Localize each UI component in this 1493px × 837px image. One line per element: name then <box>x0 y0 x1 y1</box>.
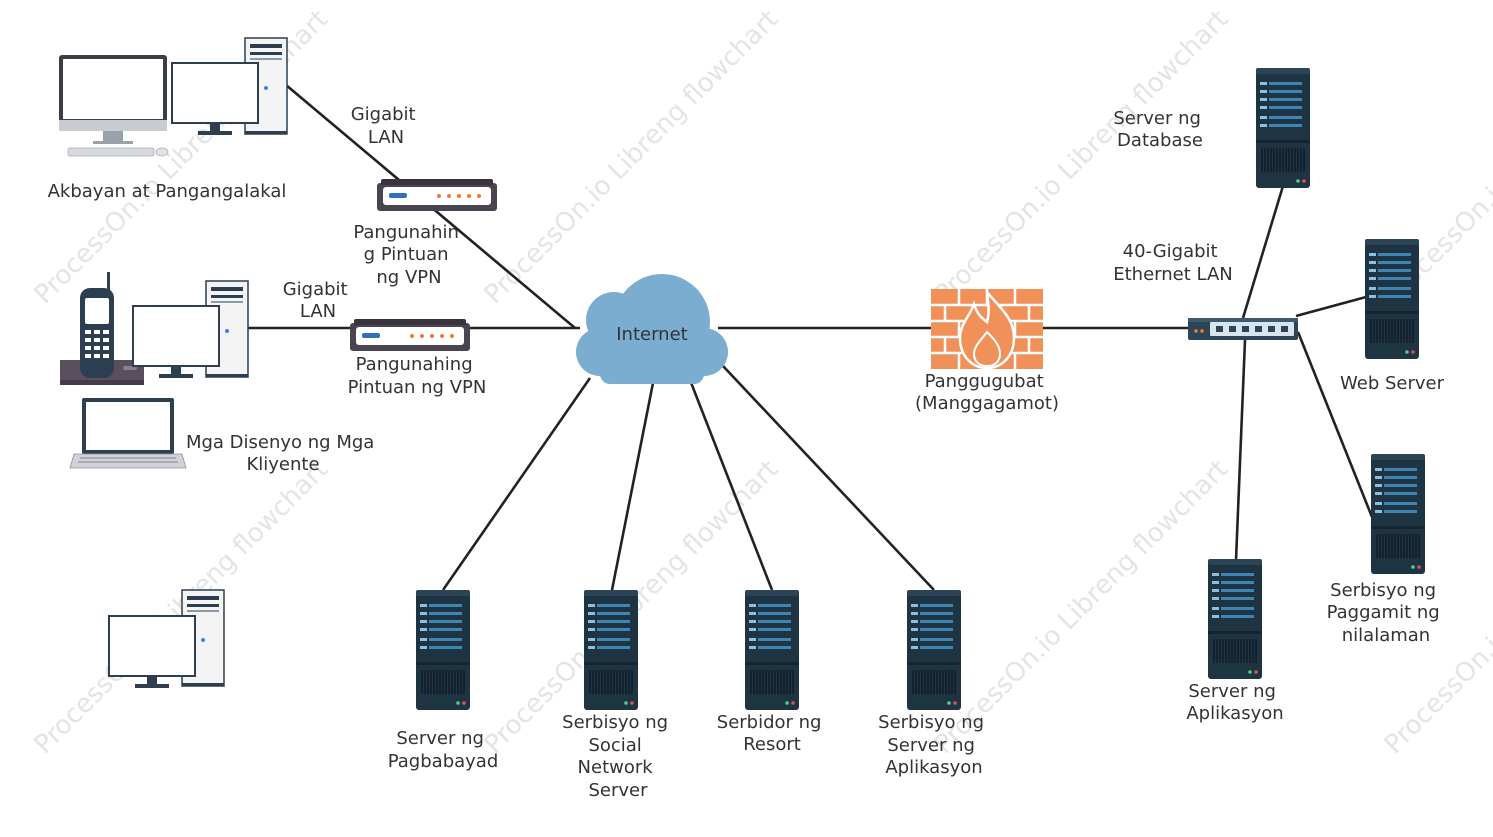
label-line: LAN <box>300 301 336 322</box>
label-line: Resort <box>743 734 801 755</box>
internet-label: Internet <box>616 324 687 345</box>
label-line: Aplikasyon <box>1186 703 1283 724</box>
label-line: Pintuan ng VPN <box>348 377 487 398</box>
label-line: Pangunahin <box>353 222 459 243</box>
link-appsvc <box>722 365 935 591</box>
label-line: Web Server <box>1340 373 1445 394</box>
server-social-label: Serbisyo ng Social Network Server <box>562 712 674 801</box>
watermark-text: ProcessOn.io Libreng flowchart <box>29 5 334 310</box>
server-database-icon <box>1255 67 1311 189</box>
server-app-label: Server ng Aplikasyon <box>1186 681 1283 724</box>
label-line: 40-Gigabit <box>1123 241 1218 262</box>
server-payment-icon <box>415 589 471 711</box>
switch-icon <box>1188 318 1298 340</box>
vpn-top-label: Pangunahin g Pintuan ng VPN <box>353 222 464 288</box>
firewall-icon <box>931 287 1043 370</box>
label-line: nilalaman <box>1342 625 1430 646</box>
label-line: Panggugubat <box>925 371 1044 392</box>
server-web-label: Web Server <box>1340 373 1445 394</box>
link-content <box>1296 331 1374 518</box>
label-line: Pagbabayad <box>388 751 499 772</box>
label-line: Aplikasyon <box>885 757 982 778</box>
client-group-top <box>59 37 288 157</box>
label-line: ng VPN <box>376 267 441 288</box>
imac-icon <box>59 55 169 157</box>
server-appsvc-label: Serbisyo ng Server ng Aplikasyon <box>878 712 990 778</box>
link-social <box>610 382 655 591</box>
label-line: Serbisyo ng <box>562 712 668 733</box>
server-web-icon <box>1364 238 1420 360</box>
label-line: Network <box>578 757 654 778</box>
lan-mid-label: Gigabit LAN <box>283 279 354 322</box>
server-database-label: Server ng Database <box>1113 108 1206 151</box>
laptop-icon <box>69 398 187 469</box>
lan-top-label: Gigabit LAN <box>351 104 422 148</box>
label-line: Pangunahing <box>356 354 473 375</box>
vpn-mid-label: Pangunahing Pintuan ng VPN <box>348 354 487 398</box>
link-resort <box>688 379 774 591</box>
lan-40g-label: 40-Gigabit Ethernet LAN <box>1113 241 1232 285</box>
label-line: Paggamit ng <box>1327 602 1440 623</box>
label-line: g Pintuan <box>364 244 449 265</box>
client-group-mid <box>60 272 249 469</box>
label-line: Database <box>1117 130 1203 151</box>
label-line: Ethernet LAN <box>1113 264 1232 285</box>
server-resort-icon <box>744 589 800 711</box>
link-app <box>1234 339 1247 561</box>
client-top-label: Akbayan at Pangangalakal <box>48 181 287 202</box>
server-resort-label: Serbidor ng Resort <box>717 712 827 755</box>
server-content-icon <box>1370 453 1426 575</box>
server-social-icon <box>583 589 639 711</box>
label-line: Server <box>588 780 648 801</box>
label-line: Social <box>588 735 641 756</box>
link-database <box>1241 185 1285 319</box>
phone-icon <box>60 272 144 385</box>
label-line: Server ng <box>396 728 484 749</box>
label-line: (Manggagamot) <box>915 393 1059 414</box>
label-line: Gigabit <box>351 104 416 125</box>
server-payment-label: Server ng Pagbabayad <box>388 728 499 772</box>
label-line: LAN <box>368 127 404 148</box>
label-line: Serbisyo ng <box>878 712 984 733</box>
label-line: Akbayan at Pangangalakal <box>48 181 287 202</box>
internet-cloud-icon <box>576 274 728 384</box>
client-mid-label: Mga Disenyo ng Mga Kliyente <box>186 432 380 475</box>
link-payment <box>441 377 592 591</box>
label-line: Serbidor ng <box>717 712 822 733</box>
label-line: Kliyente <box>246 454 319 475</box>
label-line: Server ng <box>887 735 975 756</box>
vpn-router-mid-icon <box>350 319 470 351</box>
firewall-label: Panggugubat (Manggagamot) <box>915 371 1059 414</box>
link-web <box>1295 295 1367 318</box>
label-line: Mga Disenyo ng Mga <box>186 432 374 453</box>
vpn-router-top-icon <box>377 179 497 211</box>
label-line: Gigabit <box>283 279 348 300</box>
label-line: Serbisyo ng <box>1330 580 1436 601</box>
watermark-text: ProcessOn.io Libreng flowchart <box>479 5 784 310</box>
server-content-label: Serbisyo ng Paggamit ng nilalaman <box>1327 580 1446 646</box>
server-appsvc-icon <box>906 589 962 711</box>
label-line: Server ng <box>1113 108 1201 129</box>
label-line: Server ng <box>1188 681 1276 702</box>
server-app-icon <box>1207 558 1263 680</box>
